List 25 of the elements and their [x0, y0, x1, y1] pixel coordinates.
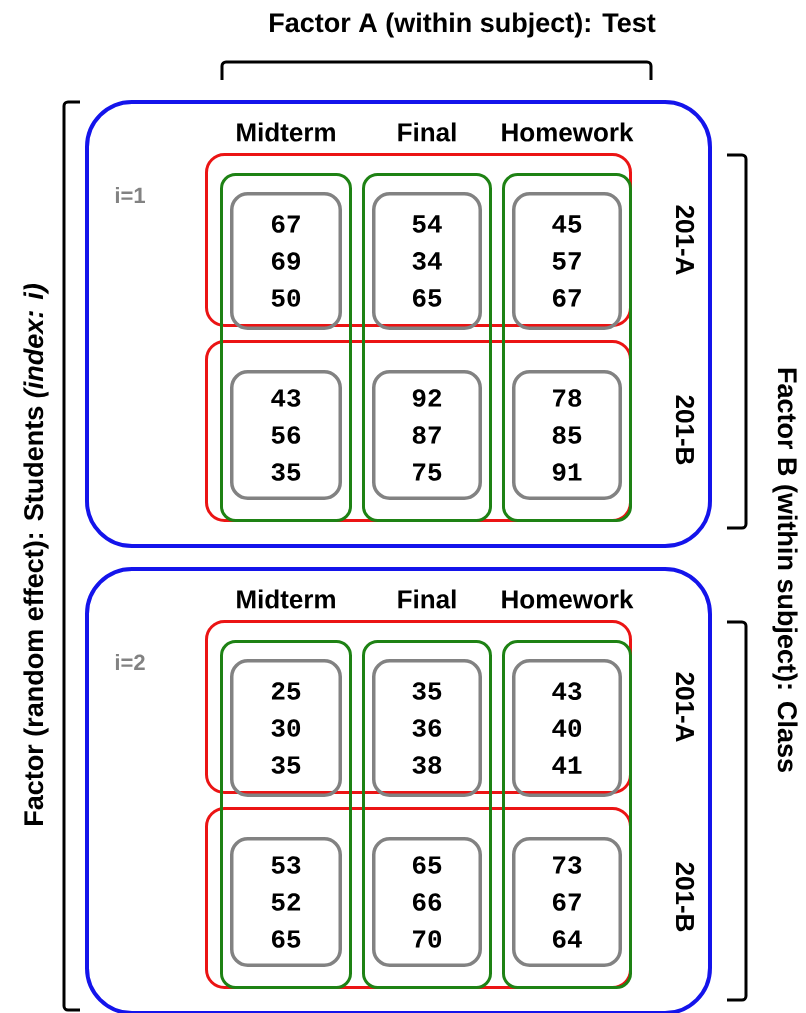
score-box: 45 57 67	[512, 192, 622, 330]
node-label: 201-A	[675, 205, 695, 275]
node-label: Midterm	[237, 589, 335, 609]
score-box: 65 66 70	[372, 837, 482, 967]
score-box: 92 87 75	[372, 370, 482, 500]
node-label: Homework	[502, 589, 634, 609]
axis-label: Factor (random effect): Students (index: i)	[23, 284, 49, 825]
score-box: 53 52 65	[230, 837, 342, 967]
node-label: 201-A	[675, 672, 695, 742]
score-box: 43 40 41	[512, 659, 622, 797]
score-box: 54 34 65	[372, 192, 482, 330]
score-box: 43 56 35	[230, 370, 342, 500]
score-box: 78 85 91	[512, 370, 622, 500]
node-label: 201-B	[675, 395, 695, 465]
axis-label: Factor A (within subject): Test	[270, 12, 656, 38]
node-label: 201-B	[675, 862, 695, 932]
score-box: 25 30 35	[230, 659, 342, 797]
node-label: Homework	[502, 122, 634, 142]
score-box: 73 67 64	[512, 837, 622, 967]
node-label: Midterm	[237, 122, 335, 142]
score-box: 67 69 50	[230, 192, 342, 330]
axis-label: Factor B (within subject): Class	[772, 368, 798, 772]
node-label: Final	[398, 589, 456, 609]
score-box: 35 36 38	[372, 659, 482, 797]
node-label: Final	[398, 122, 456, 142]
